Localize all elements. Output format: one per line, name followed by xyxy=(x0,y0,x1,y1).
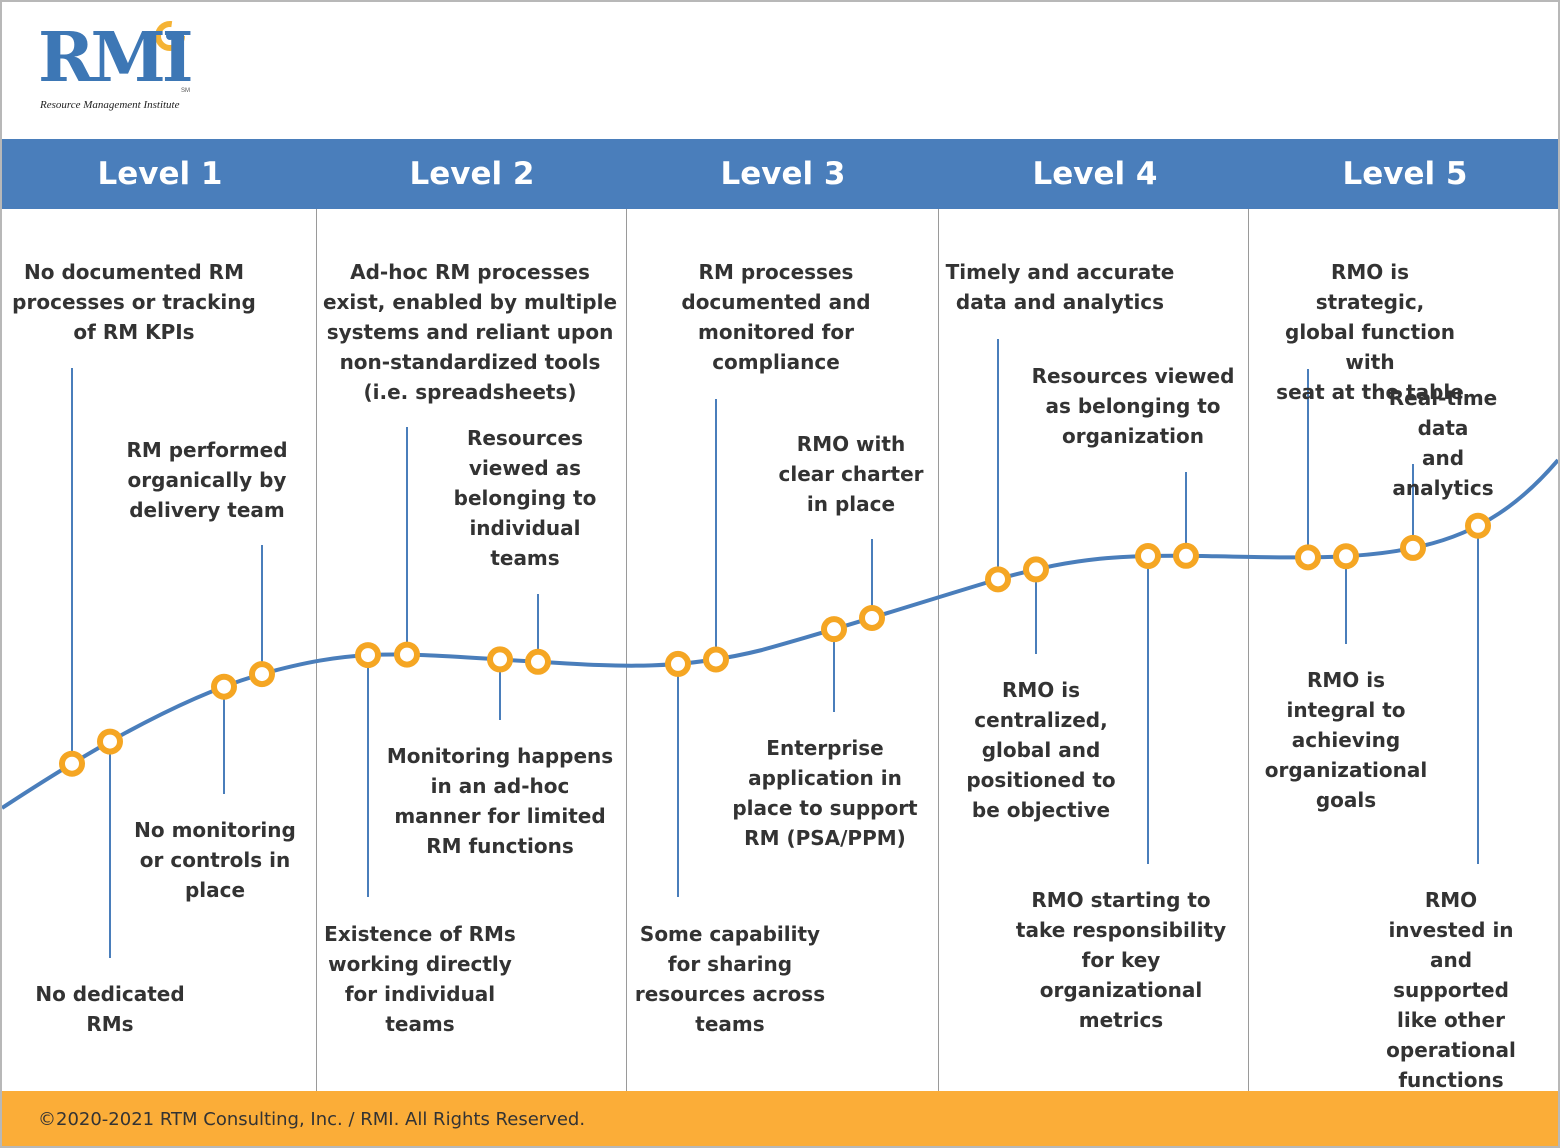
milestone-label: Enterprise application in place to suppo… xyxy=(732,736,918,850)
milestone-label: No documented RM processes or tracking o… xyxy=(12,260,256,344)
milestone-node xyxy=(97,728,123,755)
milestone-node xyxy=(525,648,551,675)
logo-ring-icon xyxy=(155,21,185,51)
column-divider xyxy=(938,209,939,1091)
milestone-node xyxy=(211,673,237,700)
column-divider xyxy=(1248,209,1249,1091)
milestone-node xyxy=(59,750,85,777)
milestone-label: Some capability for sharing resources ac… xyxy=(634,922,826,1036)
milestone-node xyxy=(355,642,381,669)
milestone-label: RMO with clear charter in place xyxy=(778,432,924,516)
copyright-text: ©2020-2021 RTM Consulting, Inc. / RMI. A… xyxy=(38,1109,586,1130)
level-header-band: Level 1 Level 2 Level 3 Level 4 Level 5 xyxy=(2,139,1558,209)
milestone-label: Timely and accurate data and analytics xyxy=(945,260,1175,314)
milestone-label: RM performed organically by delivery tea… xyxy=(126,438,288,522)
milestone-node xyxy=(859,604,885,631)
milestone-label: No dedicated RMs xyxy=(35,982,185,1036)
milestone-label: Existence of RMs working directly for in… xyxy=(324,922,516,1036)
milestone-node xyxy=(821,616,847,643)
milestone-node xyxy=(1295,544,1321,571)
logo-wordmark: RMI xyxy=(38,18,194,98)
milestone-node xyxy=(1400,534,1426,561)
milestone-node xyxy=(1023,556,1049,583)
milestone-label: RMO is integral to achieving organizatio… xyxy=(1264,668,1428,812)
milestone-label: Monitoring happens in an ad-hoc manner f… xyxy=(386,744,614,858)
milestone-node xyxy=(665,650,691,677)
milestone-node xyxy=(249,661,275,688)
level-5-label: Level 5 xyxy=(1342,156,1468,192)
logo-tagline: Resource Management Institute xyxy=(40,99,180,111)
rmi-logo: RMI SM Resource Management Institute xyxy=(36,20,206,120)
maturity-curve xyxy=(2,339,1558,958)
milestone-label: No monitoring or controls in place xyxy=(134,818,296,902)
milestone-node xyxy=(703,646,729,673)
column-divider xyxy=(316,209,317,1091)
logo-trademark: SM xyxy=(181,88,190,94)
milestone-node xyxy=(1465,512,1491,539)
level-4-label: Level 4 xyxy=(1032,156,1158,192)
milestone-node xyxy=(985,566,1011,593)
level-2-label: Level 2 xyxy=(409,156,535,192)
milestone-node xyxy=(394,641,420,668)
milestone-label: RMO is strategic, global function with s… xyxy=(1276,260,1464,404)
copyright-footer: ©2020-2021 RTM Consulting, Inc. / RMI. A… xyxy=(2,1091,1558,1146)
milestone-label: Real-time data and analytics xyxy=(1388,386,1498,500)
column-divider xyxy=(626,209,627,1091)
milestone-label: RMO invested in and supported like other… xyxy=(1386,888,1516,1092)
milestone-label: Resources viewed as belonging to organiz… xyxy=(1031,364,1235,448)
level-3-label: Level 3 xyxy=(720,156,846,192)
milestone-label: RMO is centralized, global and positione… xyxy=(966,678,1116,822)
milestone-node xyxy=(1135,543,1161,570)
level-1-label: Level 1 xyxy=(97,156,223,192)
milestone-label: Ad-hoc RM processes exist, enabled by mu… xyxy=(322,260,618,404)
milestone-node xyxy=(487,646,513,673)
milestone-node xyxy=(1333,543,1359,570)
milestone-node xyxy=(1173,542,1199,569)
milestone-label: RMO starting to take responsibility for … xyxy=(1015,888,1227,1032)
milestone-label: Resources viewed as belonging to individ… xyxy=(453,426,597,570)
milestone-label: RM processes documented and monitored fo… xyxy=(681,260,871,374)
